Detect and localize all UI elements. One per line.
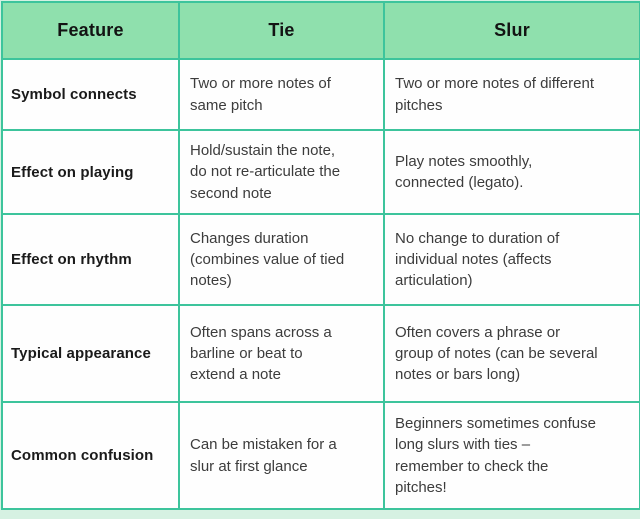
header-slur: Slur [383,1,640,60]
slur-cell: Two or more notes of different pitches [383,58,640,131]
feature-cell: Typical appearance [1,304,180,403]
table-row: Typical appearance Often spans across a … [1,304,640,403]
feature-cell: Symbol connects [1,58,180,131]
tie-vs-slur-table: Feature Tie Slur Symbol connects Two or … [1,1,640,510]
slur-cell: Often covers a phrase or group of notes … [383,304,640,403]
slur-cell: No change to duration of individual note… [383,213,640,306]
feature-cell: Effect on playing [1,129,180,215]
tie-cell: Often spans across a barline or beat to … [178,304,385,403]
tie-cell: Two or more notes of same pitch [178,58,385,131]
table-row: Effect on playing Hold/sustain the note,… [1,129,640,215]
tie-cell: Can be mistaken for a slur at first glan… [178,401,385,510]
header-tie: Tie [178,1,385,60]
slur-cell: Play notes smoothly, connected (legato). [383,129,640,215]
table-header-row: Feature Tie Slur [1,1,640,60]
tie-cell: Changes duration (combines value of tied… [178,213,385,306]
table-row: Symbol connects Two or more notes of sam… [1,58,640,131]
table-row: Effect on rhythm Changes duration (combi… [1,213,640,306]
feature-cell: Common confusion [1,401,180,510]
header-feature: Feature [1,1,180,60]
feature-cell: Effect on rhythm [1,213,180,306]
table-row: Common confusion Can be mistaken for a s… [1,401,640,510]
slur-cell: Beginners sometimes confuse long slurs w… [383,401,640,510]
tie-cell: Hold/sustain the note, do not re-articul… [178,129,385,215]
